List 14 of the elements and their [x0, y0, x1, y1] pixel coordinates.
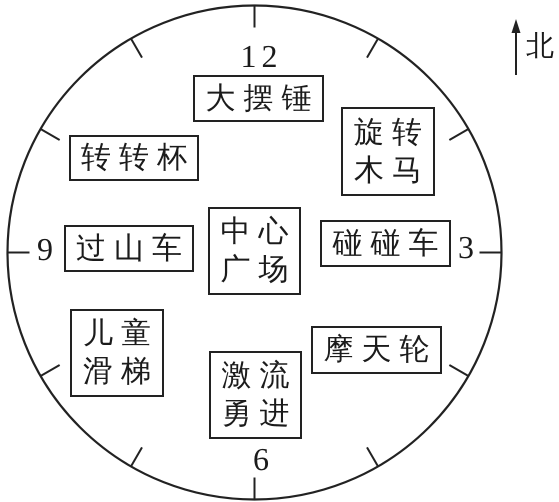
clock-numeral: 3	[458, 231, 474, 263]
place-box: 儿童滑梯	[70, 309, 164, 397]
direction-label: 北	[526, 32, 554, 62]
place-box: 激流勇进	[209, 351, 302, 439]
place-box: 碰碰车	[320, 220, 451, 267]
place-box: 转转杯	[69, 135, 199, 181]
place-box: 中心广场	[208, 207, 301, 295]
place-box: 过山车	[64, 225, 194, 272]
place-box: 大摆锤	[193, 75, 324, 122]
place-box: 旋转木马	[341, 107, 435, 196]
place-box: 摩天轮	[311, 326, 442, 374]
clock-numeral: 12	[240, 40, 282, 72]
clock-numeral: 9	[37, 233, 53, 265]
clock-numeral: 6	[253, 443, 269, 475]
